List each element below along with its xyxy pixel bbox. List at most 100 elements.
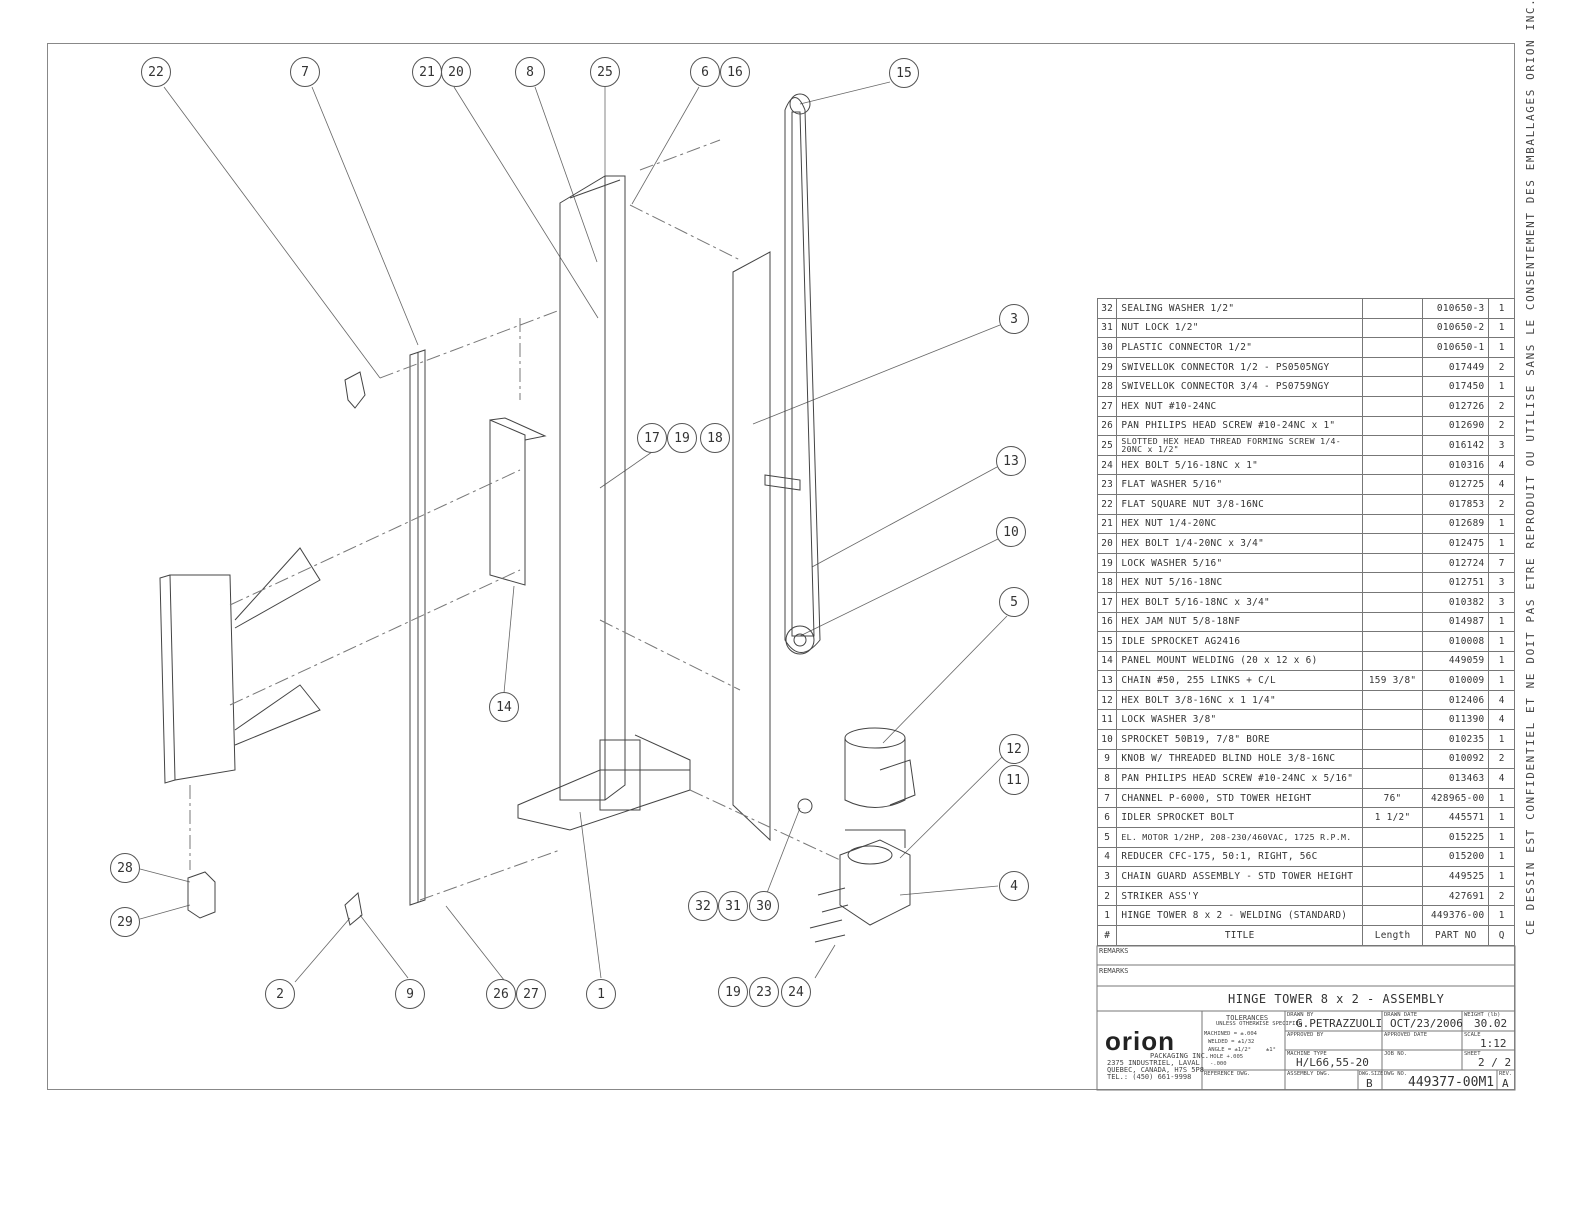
callout-balloon: 8: [515, 57, 545, 87]
sheet-label: SHEET: [1464, 1051, 1481, 1057]
bom-item-number: 17: [1096, 591, 1118, 613]
weight-label: WEIGHT (lb): [1464, 1012, 1501, 1018]
confidentiality-notice: CE DESSIN EST CONFIDENTIEL ET NE DOIT PA…: [1524, 0, 1537, 935]
bom-header-number: #: [1096, 925, 1118, 946]
job-no-label: JOB NO.: [1384, 1051, 1408, 1057]
bom-item-number: 7: [1096, 787, 1118, 809]
callout-balloon: 32: [688, 891, 718, 921]
callout-balloon: 12: [999, 734, 1029, 764]
tolerance-angle: ANGLE = ±1/2°: [1208, 1047, 1252, 1053]
weight-value: 30.02: [1474, 1017, 1508, 1030]
bom-item-part-no: 010650-1: [1422, 337, 1490, 358]
bom-header-qty: Q: [1488, 925, 1515, 946]
approved-by-label: APPROVED BY: [1287, 1032, 1324, 1038]
callout-balloon: 7: [290, 57, 320, 87]
bom-item-qty: 2: [1488, 356, 1515, 378]
callout-balloon: 11: [999, 765, 1029, 795]
callout-balloon: 2: [265, 979, 295, 1009]
approved-date-label: APPROVED DATE: [1384, 1032, 1428, 1038]
reducer: [839, 829, 911, 926]
bom-item-qty: 1: [1488, 866, 1515, 887]
drawing-title: HINGE TOWER 8 x 2 - ASSEMBLY: [1228, 992, 1445, 1006]
bom-item-qty: 1: [1488, 650, 1515, 672]
remarks-label: REMARKS: [1099, 967, 1129, 975]
company-address-2: QUEBEC, CANADA, H7S 5P8: [1107, 1066, 1204, 1074]
tolerances-sub: UNLESS OTHERWISE SPECIFIED: [1216, 1021, 1303, 1027]
callout-balloon: 21: [412, 57, 442, 87]
bom-item-qty: 4: [1488, 454, 1515, 476]
dwg-no: 449377-00M1: [1408, 1075, 1495, 1090]
callout-balloon: 31: [718, 891, 748, 921]
bom-item-number: 15: [1096, 631, 1118, 652]
callout-balloon: 22: [141, 57, 171, 87]
drawing-sheet-border: [47, 43, 1515, 1090]
dwg-size: B: [1366, 1077, 1373, 1090]
callout-balloon: 18: [700, 423, 730, 453]
callout-balloon: 28: [110, 853, 140, 883]
bom-item-number: 30: [1096, 337, 1118, 358]
tolerances-label: TOLERANCES: [1226, 1014, 1269, 1022]
channel: [409, 349, 426, 906]
company-address-1: 2375 INDUSTRIEL, LAVAL: [1107, 1059, 1200, 1067]
bom-item-number: 19: [1096, 552, 1118, 574]
swivellok-connectors: [187, 871, 216, 919]
callout-balloon: 24: [781, 977, 811, 1007]
callout-balloon: 23: [749, 977, 779, 1007]
bom-item-number: 12: [1096, 689, 1118, 711]
drawn-by: G.PETRAZZUOLI: [1296, 1017, 1383, 1030]
reducer-bolts: [809, 887, 849, 943]
plastic-connector: [797, 798, 813, 814]
company-name: PACKAGING INC.: [1150, 1052, 1210, 1060]
tolerance-welded: WELDED = ±1/32: [1208, 1039, 1255, 1045]
callout-balloon: 14: [489, 692, 519, 722]
callout-balloon: 6: [690, 57, 720, 87]
bom-item-number: 8: [1096, 768, 1118, 789]
bom-item-part-no: 428965-00: [1422, 787, 1490, 809]
callout-balloon: 26: [486, 979, 516, 1009]
electrical-box: [159, 547, 321, 784]
assembly-dwg-label: ASSEMBLY DWG.: [1287, 1071, 1331, 1077]
panel-mount-welding: [489, 417, 547, 586]
striker-upper: [344, 371, 366, 409]
leader-lines: [139, 81, 1008, 983]
phantom-lines: [189, 139, 841, 901]
chain: [784, 93, 821, 655]
callout-balloon: 5: [999, 587, 1029, 617]
bom-item-qty: 7: [1488, 552, 1515, 574]
callout-balloon: 25: [590, 57, 620, 87]
tolerance-hole: HOLE +.005: [1210, 1054, 1244, 1060]
callout-balloon: 9: [395, 979, 425, 1009]
scale-value: 1:12: [1480, 1037, 1507, 1050]
callout-balloon: 30: [749, 891, 779, 921]
callout-balloon: 17: [637, 423, 667, 453]
bom-item-number: 20: [1096, 533, 1118, 554]
bom-item-part-no: 010316: [1422, 454, 1490, 476]
drawn-date: OCT/23/2006: [1390, 1017, 1463, 1030]
orion-logo: orion: [1105, 1026, 1175, 1056]
callout-balloon: 19: [718, 977, 748, 1007]
callout-balloon: 29: [110, 907, 140, 937]
machine-type-label: MACHINE TYPE: [1287, 1051, 1327, 1057]
drawn-date-label: DRAWN DATE: [1384, 1012, 1418, 1018]
dwg-size-label: DWG.SIZE: [1359, 1071, 1384, 1077]
machine-type: H/L66,55-20: [1296, 1056, 1369, 1069]
